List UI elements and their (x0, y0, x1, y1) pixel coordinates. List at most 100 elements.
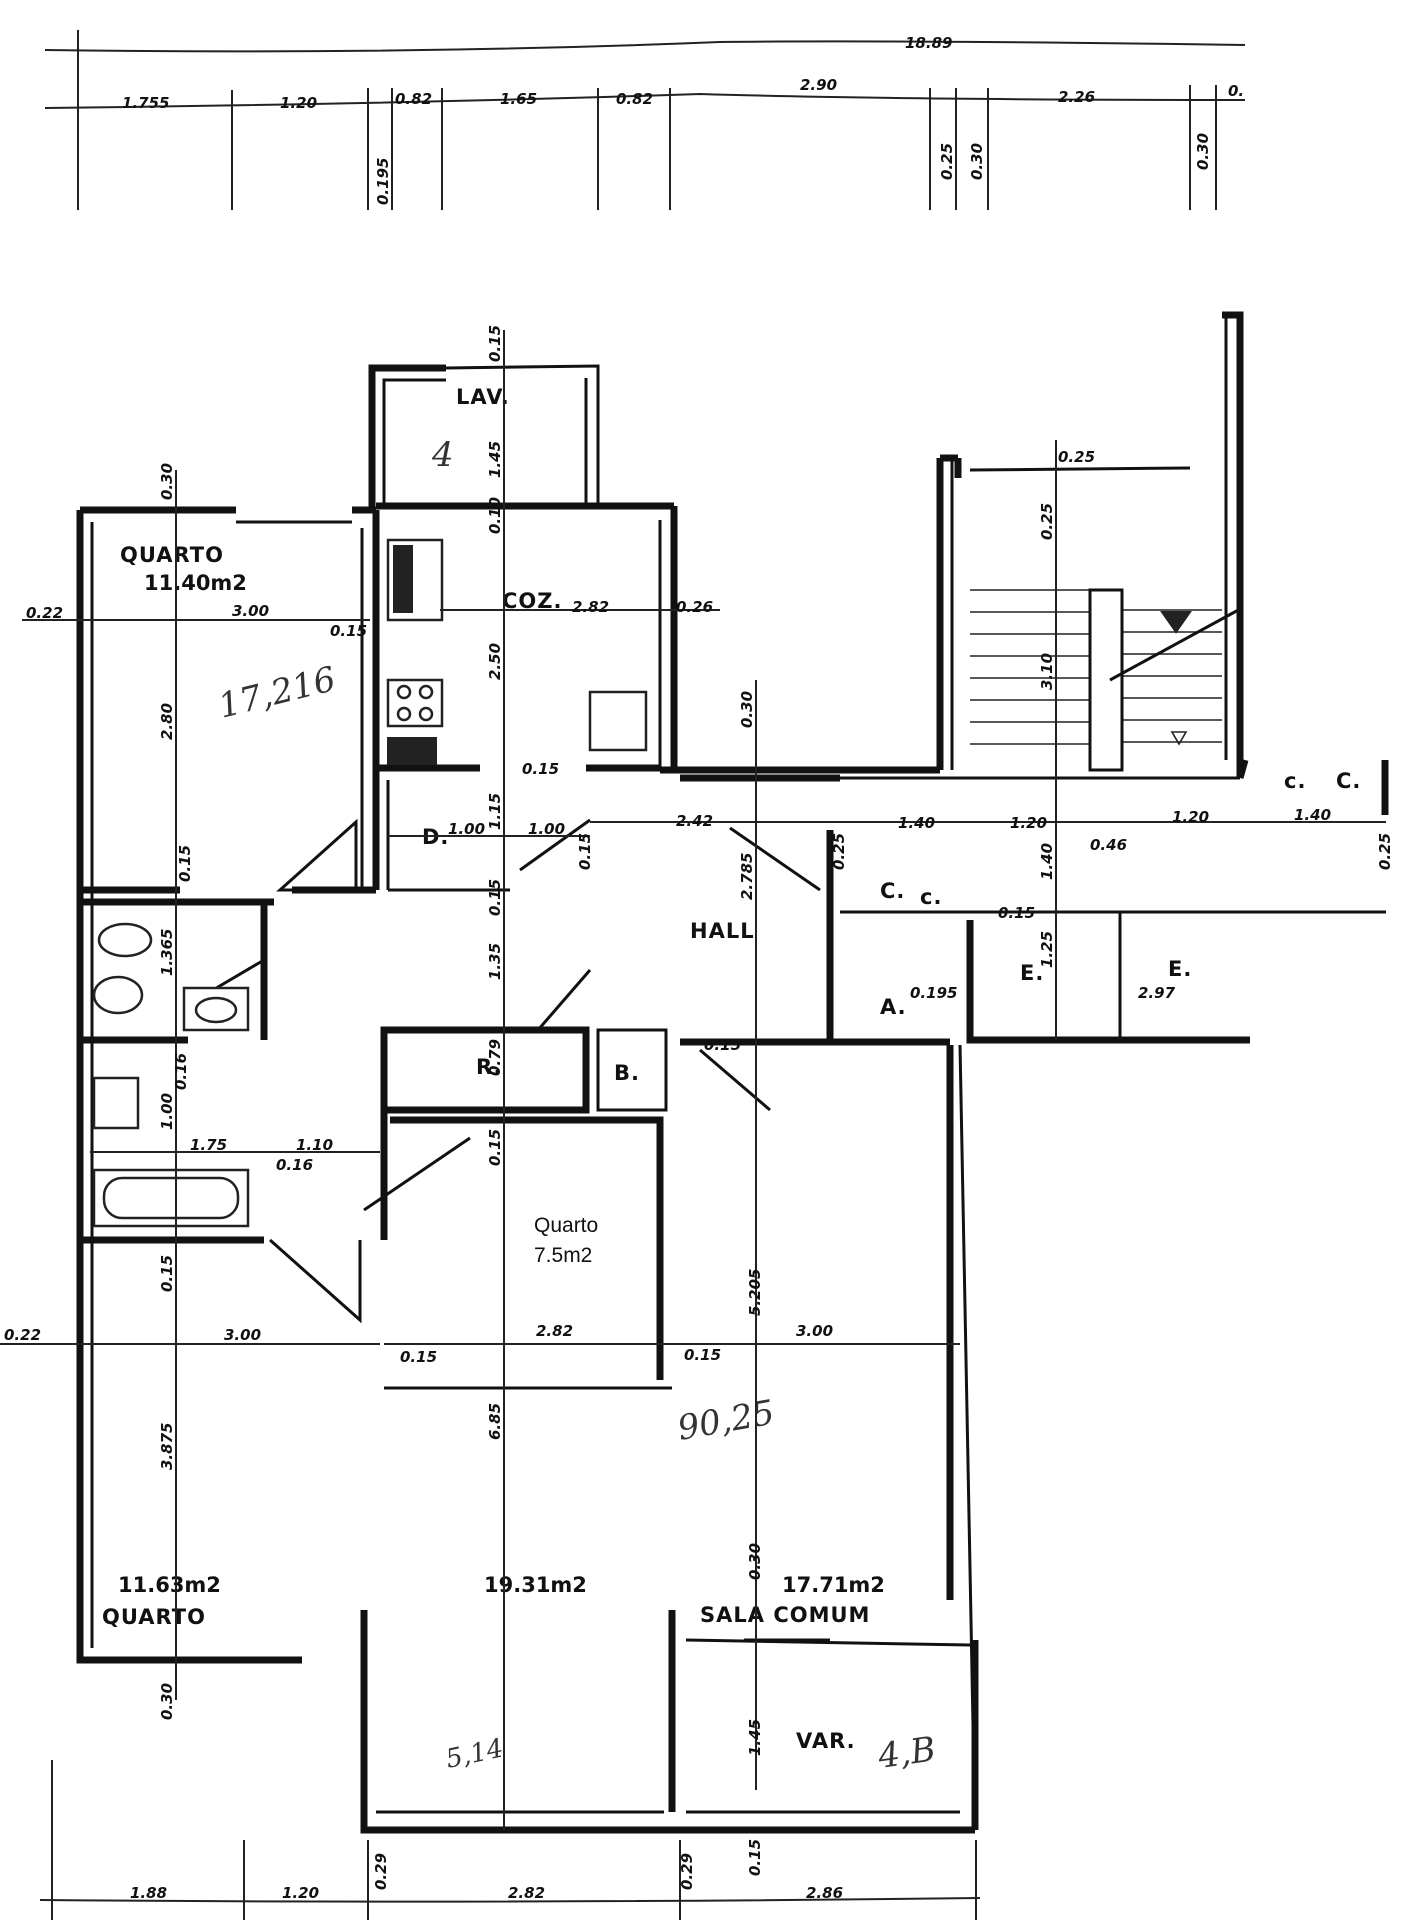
dim-e-297: 2.97 (1138, 984, 1176, 1002)
dim-top-4: 1.65 (500, 90, 537, 108)
dim-bath-016b: 0.16 (276, 1156, 313, 1174)
dim-bath-015: 0.15 (486, 879, 504, 916)
dim-qmid-015: 0.15 (486, 1129, 504, 1166)
room-quarto-mid-area: 7.5m2 (534, 1244, 592, 1267)
dim-bath-110: 1.10 (296, 1136, 333, 1154)
dim-top-v2: 0.25 (938, 143, 956, 180)
dim-lav-a: 0.15 (486, 325, 504, 362)
dim-hall-030: 0.30 (738, 691, 756, 728)
dim-corr-120b: 1.20 (1172, 808, 1209, 826)
dim-lav-b: 1.45 (486, 441, 504, 478)
dim-bot-7: 2.86 (806, 1884, 843, 1902)
room-c3: c. (1284, 769, 1306, 793)
dim-hall-015: 0.15 (576, 833, 594, 870)
room-r: R. (476, 1055, 503, 1079)
dim-top-v3: 0.30 (968, 143, 986, 180)
dim-corr-025: 0.25 (1376, 833, 1394, 870)
bottom-dimension-strip: 1.88 1.20 0.29 2.82 0.29 0.15 2.86 (39, 1760, 981, 1920)
room-b: B. (614, 1061, 640, 1085)
dim-coz-h: 2.50 (486, 643, 504, 680)
dim-qmid-015c: 0.15 (684, 1346, 721, 1364)
dim-bath-175: 1.75 (190, 1136, 227, 1154)
note-lav: 4 (431, 435, 454, 475)
dim-top-6: 2.90 (800, 76, 837, 94)
dim-quarto-w: 3.00 (232, 602, 269, 620)
room-var: VAR. (796, 1729, 856, 1753)
dim-e-015: 0.15 (998, 904, 1035, 922)
dim-top-2: 1.20 (280, 94, 317, 112)
fixtures (92, 538, 648, 1228)
room-sala-area-right: 17.71m2 (782, 1573, 885, 1597)
dim-coz-115: 1.15 (486, 793, 504, 830)
dim-var-145: 1.45 (746, 1719, 764, 1756)
dim-top-total: 18.89 (905, 34, 952, 52)
dim-quarto-015b: 0.15 (176, 845, 194, 882)
dim-top-v4: 0.30 (1194, 133, 1212, 170)
walls (76, 311, 1389, 1834)
room-quarto-top-name: QUARTO (120, 543, 224, 567)
dim-qmid-w: 2.82 (536, 1322, 573, 1340)
dim-quarto-h: 2.80 (158, 703, 176, 740)
dim-sala-5205: 5.205 (746, 1269, 764, 1316)
door-swings (195, 818, 830, 1642)
dim-sala-w: 3.00 (796, 1322, 833, 1340)
dim-corr-120a: 1.20 (1010, 814, 1047, 832)
toilet-icon (97, 922, 153, 958)
dim-bot-5: 0.29 (678, 1853, 696, 1890)
stove-icon (386, 678, 444, 728)
dim-qbot-015: 0.15 (158, 1255, 176, 1292)
dim-sala-685: 6.85 (486, 1403, 504, 1440)
room-quarto-bottom-area: 11.63m2 (118, 1573, 221, 1597)
dim-a-0195: 0.195 (910, 984, 957, 1002)
dim-coz-026: 0.26 (676, 598, 713, 616)
dim-qbot-h: 3.875 (158, 1423, 176, 1470)
dim-quarto-015: 0.15 (330, 622, 367, 640)
dim-bot-2: 1.20 (282, 1884, 319, 1902)
note-var: 4,B (875, 1729, 938, 1777)
dim-d-100a: 1.00 (448, 820, 485, 838)
room-e1: E. (1020, 961, 1044, 985)
heater-icon (387, 737, 437, 765)
room-c2: c. (920, 885, 942, 909)
note-quarto-top: 17,216 (215, 659, 340, 727)
room-c4: C. (1336, 769, 1361, 793)
dim-hall-135: 1.35 (486, 943, 504, 980)
washbasin-2-icon (92, 1076, 140, 1130)
dim-stair-025v: 0.25 (1038, 503, 1056, 540)
dim-e-125: 1.25 (1038, 931, 1056, 968)
room-sala-name: SALA COMUM (700, 1603, 870, 1627)
room-e2: E. (1168, 957, 1192, 981)
room-sala-area-left: 19.31m2 (484, 1573, 587, 1597)
dim-left-030: 0.30 (158, 463, 176, 500)
dim-bath-016: 0.16 (172, 1053, 190, 1090)
dim-bot-6: 0.15 (746, 1839, 764, 1876)
dim-stair-310: 3.10 (1038, 653, 1056, 690)
staircase (970, 588, 1243, 772)
dim-coz-w: 2.82 (572, 598, 609, 616)
stair-arrow-icon (1160, 611, 1192, 634)
note-sala: 90,25 (675, 1393, 778, 1449)
bidet-icon (92, 975, 144, 1015)
dim-r-079: 0.79 (486, 1039, 504, 1076)
room-c1: C. (880, 879, 905, 903)
dim-coz-015: 0.15 (522, 760, 559, 778)
dim-top-3: 0.82 (395, 90, 432, 108)
note-bottom: 5,14 (443, 1733, 506, 1774)
dim-coz-010: 0.10 (486, 497, 504, 534)
top-dimension-strip: 18.89 1.755 1.20 0.82 1.65 0.82 2.90 2.2… (44, 30, 1246, 210)
room-quarto-bottom-name: QUARTO (102, 1605, 206, 1629)
dim-stair-025: 0.25 (1058, 448, 1095, 466)
kitchen-sink-basin-icon (393, 545, 413, 613)
room-quarto-top-area: 11.40m2 (144, 571, 247, 595)
dim-b-015: 0.15 (704, 1036, 741, 1054)
dim-left-022-top: 0.22 (26, 604, 63, 622)
dim-bath-100: 1.00 (158, 1093, 176, 1130)
dim-sala-030: 0.30 (746, 1543, 764, 1580)
dim-left-022-bot: 0.22 (4, 1326, 41, 1344)
appliance-icon (588, 690, 648, 752)
dim-top-7: 2.26 (1058, 88, 1095, 106)
dim-qbot-w: 3.00 (224, 1326, 261, 1344)
dim-top-1: 1.755 (122, 94, 169, 112)
room-hall: HALL (690, 919, 755, 943)
